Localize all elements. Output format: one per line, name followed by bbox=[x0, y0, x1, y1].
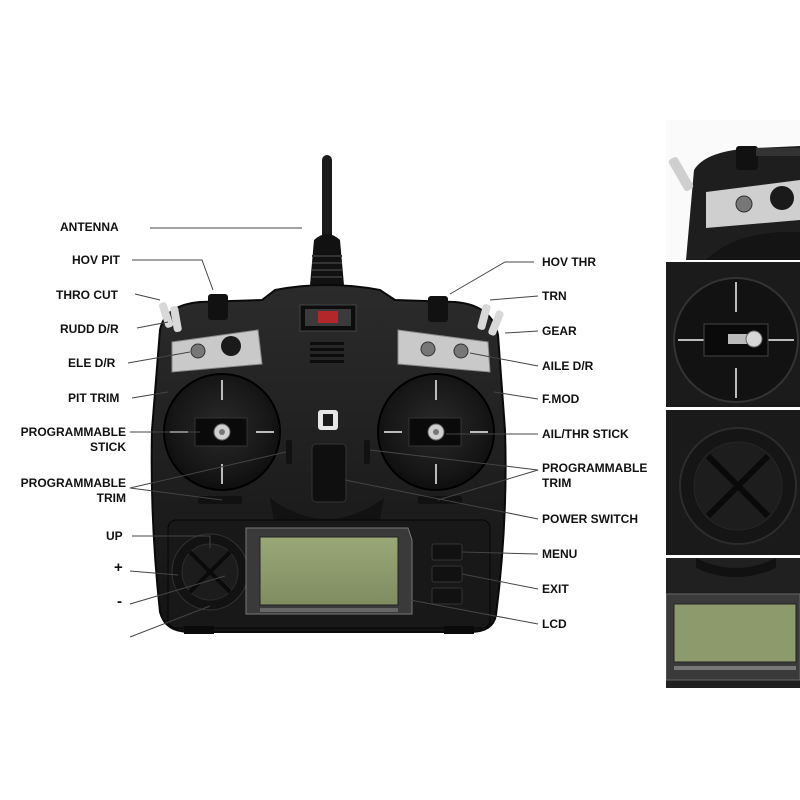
label-minus: - bbox=[117, 593, 122, 610]
detail-panel-switches bbox=[666, 120, 800, 260]
ele-dr-toggle bbox=[190, 343, 206, 359]
exit-button bbox=[431, 565, 463, 583]
aile-dr-toggle bbox=[453, 343, 469, 359]
label-gear: GEAR bbox=[542, 324, 577, 338]
label-hov-pit: HOV PIT bbox=[72, 253, 121, 267]
right-gimbal bbox=[377, 373, 495, 491]
thro-cut-switch bbox=[158, 302, 174, 328]
label-programmable-stick-line1: PROGRAMMABLE bbox=[20, 425, 126, 439]
detail-panel-lcd bbox=[666, 558, 800, 688]
label-power-switch: POWER SWITCH bbox=[542, 512, 638, 526]
label-menu: MENU bbox=[542, 547, 578, 561]
label-plus: + bbox=[114, 559, 123, 576]
label-programmable-trim-right-line2: TRIM bbox=[542, 476, 572, 490]
detail-panel-dpad bbox=[666, 410, 800, 555]
menu-button bbox=[431, 543, 463, 561]
rudd-dr-switch bbox=[170, 305, 182, 333]
label-programmable-trim-right-line1: PROGRAMMABLE bbox=[542, 461, 648, 475]
left-switch-plate bbox=[171, 329, 263, 373]
label-trn: TRN bbox=[542, 289, 567, 303]
detail-panel-gimbal bbox=[666, 262, 800, 407]
label-exit: EXIT bbox=[542, 582, 569, 596]
trn-switch bbox=[477, 304, 491, 330]
lcd-screen bbox=[245, 527, 413, 615]
right-trim bbox=[418, 496, 462, 504]
label-up: UP bbox=[106, 529, 123, 543]
right-plate-toggle bbox=[420, 341, 436, 357]
label-programmable-trim-right: PROGRAMMABLE TRIM bbox=[542, 461, 647, 491]
left-plate-knob bbox=[221, 336, 241, 356]
label-pit-trim: PIT TRIM bbox=[68, 391, 120, 405]
label-programmable-trim-left-line2: TRIM bbox=[96, 491, 126, 505]
label-antenna: ANTENNA bbox=[60, 220, 119, 234]
label-programmable-trim-left: PROGRAMMABLE TRIM bbox=[8, 476, 126, 506]
label-hov-thr: HOV THR bbox=[542, 255, 596, 269]
hov-pit-knob bbox=[208, 294, 228, 320]
callout-lines bbox=[127, 227, 539, 638]
label-ele-dr: ELE D/R bbox=[68, 356, 116, 370]
label-programmable-stick: PROGRAMMABLE STICK bbox=[8, 425, 126, 455]
label-programmable-stick-line2: STICK bbox=[90, 440, 126, 454]
gear-switch bbox=[488, 310, 504, 336]
direction-pad bbox=[171, 533, 249, 611]
right-switch-plate bbox=[397, 329, 491, 373]
power-switch bbox=[311, 443, 347, 503]
brand-logo-icon bbox=[318, 311, 338, 323]
label-f-mod: F.MOD bbox=[542, 392, 580, 406]
antenna bbox=[310, 155, 344, 289]
label-lcd: LCD bbox=[542, 617, 567, 631]
label-ail-thr-stick: AIL/THR STICK bbox=[542, 427, 629, 441]
label-programmable-trim-left-line1: PROGRAMMABLE bbox=[20, 476, 126, 490]
hov-thr-knob bbox=[428, 296, 448, 322]
label-aile-dr: AILE D/R bbox=[542, 359, 594, 373]
label-rudd-dr: RUDD D/R bbox=[60, 322, 119, 336]
speaker-grille bbox=[310, 342, 344, 363]
label-thro-cut: THRO CUT bbox=[56, 288, 118, 302]
